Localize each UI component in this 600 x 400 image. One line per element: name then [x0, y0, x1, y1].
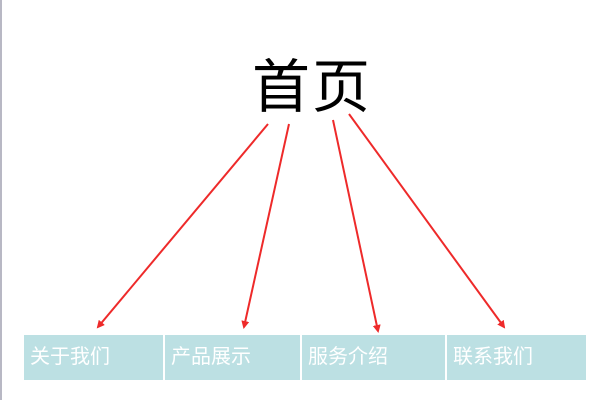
nav-item-about[interactable]: 关于我们	[24, 335, 165, 380]
nav-bar: 关于我们 产品展示 服务介绍 联系我们	[24, 335, 586, 380]
arrow-to-products	[241, 123, 290, 329]
diagram-title-home: 首页	[252, 53, 373, 121]
arrow-to-about	[96, 123, 269, 329]
nav-item-services[interactable]: 服务介绍	[302, 335, 447, 380]
arrow-to-contact	[348, 113, 506, 329]
nav-item-contact[interactable]: 联系我们	[447, 335, 586, 380]
arrow-to-services	[332, 119, 381, 333]
left-border-line	[0, 0, 2, 400]
nav-item-products[interactable]: 产品展示	[165, 335, 302, 380]
